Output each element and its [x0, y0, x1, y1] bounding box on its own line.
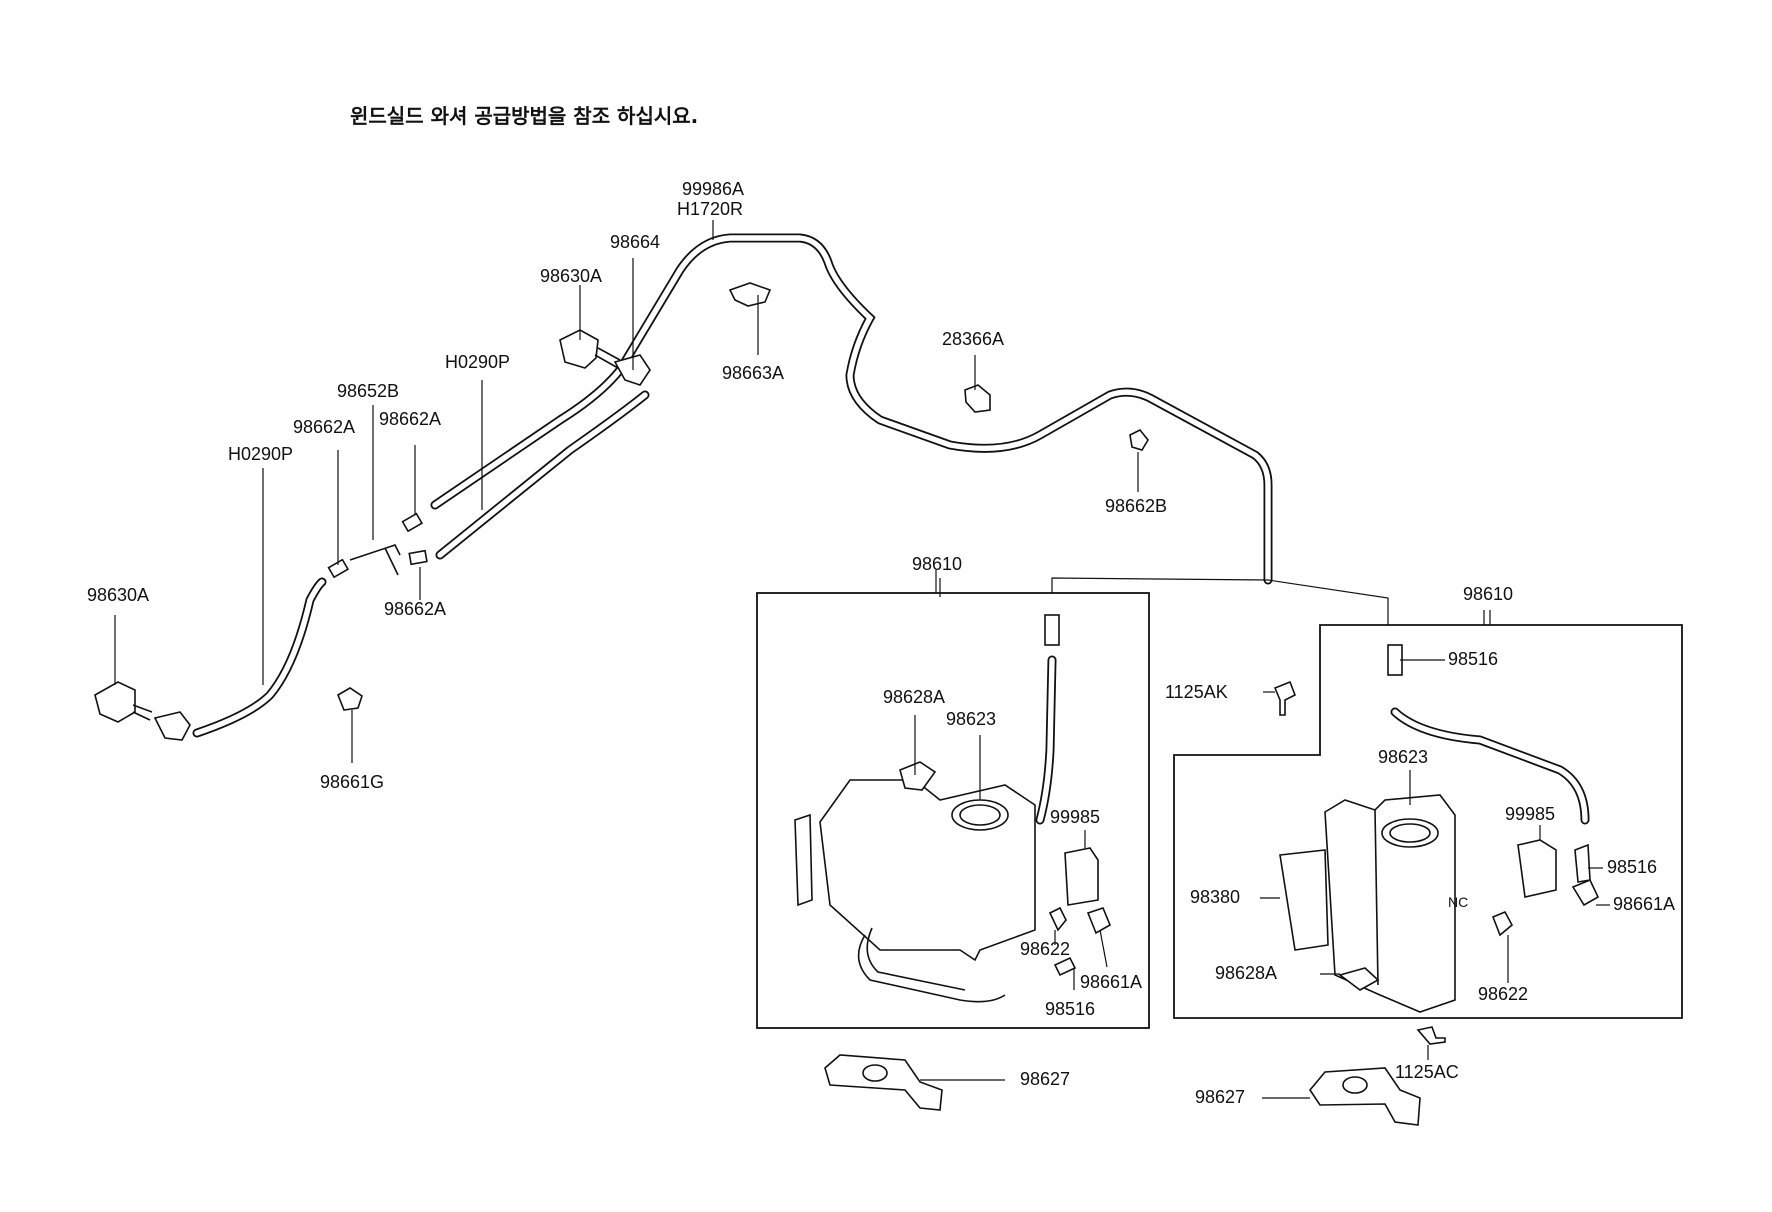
label-98652b: 98652B — [337, 381, 399, 401]
label-98622-left: 98622 — [1020, 939, 1070, 959]
hose-connectors — [327, 512, 428, 579]
elbow-98661a-left — [1086, 907, 1112, 935]
tee-joint-98652b — [349, 544, 401, 576]
box-leader-lines — [935, 570, 1485, 625]
washer-pump-right — [1517, 839, 1557, 898]
label-h1720r: H1720R — [677, 199, 743, 219]
connector-98662a-left — [327, 558, 350, 579]
label-98610-left: 98610 — [912, 554, 962, 574]
cap-98628a-right — [1338, 967, 1380, 991]
label-98628a-left: 98628A — [883, 687, 945, 707]
bolt-1125ak — [1273, 680, 1297, 716]
bolt-1125ac — [1416, 1026, 1446, 1045]
label-98516-left: 98516 — [1045, 999, 1095, 1019]
label-99986a: 99986A — [682, 179, 744, 199]
washer-pump-left — [1064, 847, 1099, 906]
label-98623-right: 98623 — [1378, 747, 1428, 767]
label-98664: 98664 — [610, 232, 660, 252]
connector-98662a-mid — [401, 512, 424, 533]
bracket-98627-left — [824, 1054, 943, 1111]
label-98661g: 98661G — [320, 772, 384, 792]
label-98662a-low: 98662A — [384, 599, 446, 619]
hose-98516-left-tank — [1035, 614, 1060, 825]
label-98627-left: 98627 — [1020, 1069, 1070, 1089]
label-98380: 98380 — [1190, 887, 1240, 907]
connector-98516-right-mid — [1574, 843, 1591, 883]
connector-98516-left — [1053, 956, 1077, 977]
bracket-98627-left-hole — [862, 1064, 888, 1082]
reservoir-box-right — [1173, 624, 1683, 1019]
grommet-98622-left — [1048, 906, 1067, 932]
clip-98661g — [337, 687, 363, 711]
hose-right-tank — [1387, 644, 1590, 825]
label-98663a: 98663A — [722, 363, 784, 383]
connector-98662a-low — [408, 549, 428, 566]
label-1125ak: 1125AK — [1165, 682, 1228, 702]
connector-98516-left-top — [1044, 614, 1060, 646]
reservoir-tank-left — [794, 779, 1036, 1003]
leader-lines — [114, 220, 1610, 1099]
label-98627-right: 98627 — [1195, 1087, 1245, 1107]
label-99985-left: 99985 — [1050, 807, 1100, 827]
reservoir-tank-right: NC — [1324, 794, 1468, 1013]
label-98630a-top: 98630A — [540, 266, 602, 286]
label-98516-right-mid: 98516 — [1607, 857, 1657, 877]
label-h0290p-left: H0290P — [228, 444, 293, 464]
hose-clip-98663a — [728, 282, 772, 307]
bracket-98627-right — [1309, 1067, 1421, 1126]
label-98630a-left: 98630A — [87, 585, 149, 605]
label-h0290p-right: H0290P — [445, 352, 510, 372]
bracket-98627-right-hole — [1342, 1076, 1368, 1094]
label-28366a: 28366A — [942, 329, 1004, 349]
label-98661a-left: 98661A — [1080, 972, 1142, 992]
label-1125ac: 1125AC — [1395, 1062, 1459, 1082]
elbow-98661a-right — [1571, 878, 1600, 907]
reservoir-box-left — [756, 592, 1150, 1029]
nozzle-hoses — [192, 365, 650, 738]
label-98623-left: 98623 — [946, 709, 996, 729]
clip-28366a — [964, 384, 991, 413]
connector-98516-right-top — [1387, 644, 1403, 676]
diagram-note-title: 윈드실드 와셔 공급방법을 참조 하십시요. — [350, 104, 698, 128]
grommet-98622-right — [1491, 910, 1514, 937]
bracket-98380 — [1279, 849, 1329, 951]
label-98622-right: 98622 — [1478, 984, 1528, 1004]
label-99985-right: 99985 — [1505, 804, 1555, 824]
label-98662b: 98662B — [1105, 496, 1167, 516]
label-98610-right: 98610 — [1463, 584, 1513, 604]
main-washer-hose — [615, 233, 1273, 585]
clip-98662b — [1129, 428, 1149, 451]
label-98662a-left: 98662A — [293, 417, 355, 437]
label-98628a-right: 98628A — [1215, 963, 1277, 983]
label-98662a-mid: 98662A — [379, 409, 441, 429]
cap-98628a-left — [899, 761, 937, 791]
tank-marking-nc: NC — [1448, 894, 1468, 910]
washer-nozzle-left — [94, 681, 191, 741]
label-98661a-right: 98661A — [1613, 894, 1675, 914]
label-98516-right-top: 98516 — [1448, 649, 1498, 669]
